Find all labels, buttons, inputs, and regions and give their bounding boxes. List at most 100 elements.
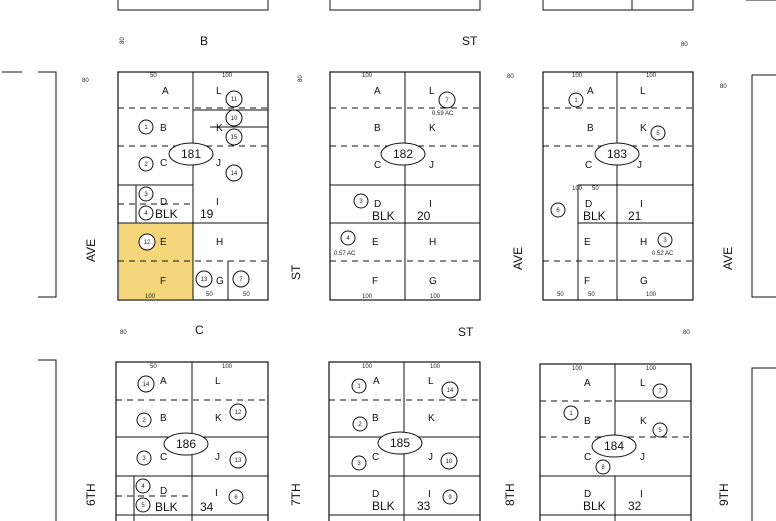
- block-number: 33: [417, 499, 431, 513]
- lot-l: L: [640, 86, 646, 97]
- parcel-label: 10: [231, 116, 238, 122]
- street-label-6th: 6TH: [84, 483, 98, 506]
- lot-e: E: [584, 237, 591, 248]
- parcel-14: [441, 381, 459, 399]
- dim-label: 80: [683, 330, 690, 336]
- lot-h: H: [216, 237, 223, 248]
- dim-label: 100: [145, 294, 156, 300]
- block-label: BLK: [155, 500, 178, 514]
- block-182: A L B K C J D I E H F G BLK 20 182 7 0.5…: [329, 71, 481, 301]
- parcel-13: [195, 270, 213, 288]
- map-number-label: 185: [390, 436, 410, 450]
- dim-label: 80: [720, 84, 727, 90]
- lot-i: I: [215, 488, 218, 499]
- parcel-2: [138, 156, 154, 172]
- dim-label: 100: [430, 364, 441, 370]
- parcel-label: 10: [446, 459, 453, 465]
- lot-c: C: [372, 452, 379, 463]
- parcel-label: 3: [357, 461, 361, 467]
- map-number-186[interactable]: [163, 432, 209, 456]
- parcel-2: [136, 412, 152, 428]
- lot-g: G: [216, 276, 224, 287]
- lot-b: B: [587, 123, 594, 134]
- map-number-label: 186: [176, 437, 196, 451]
- lot-b: B: [374, 123, 381, 134]
- dim-label: 80: [681, 42, 688, 48]
- parcel-label: 14: [143, 382, 150, 388]
- block-number: 34: [200, 500, 214, 514]
- lot-l: L: [429, 86, 435, 97]
- lot-i: I: [429, 199, 432, 210]
- block-number: 20: [417, 209, 431, 223]
- parcel-12: [229, 403, 247, 421]
- map-number-183[interactable]: [594, 142, 640, 166]
- parcel-label: 12: [144, 240, 151, 246]
- parcel-label: 3: [359, 199, 363, 205]
- map-number-184[interactable]: [591, 434, 637, 458]
- parcel-1: [351, 378, 367, 394]
- lot-d: D: [372, 489, 379, 500]
- lot-c: C: [160, 158, 167, 169]
- dim-label: 50: [150, 73, 157, 79]
- parcel-label: 2: [358, 422, 362, 428]
- parcel-label: 13: [201, 277, 208, 283]
- lot-j: J: [215, 452, 220, 463]
- parcel-5: [652, 422, 668, 438]
- parcel-14: [225, 164, 243, 182]
- lot-i: I: [216, 197, 219, 208]
- lot-j: J: [640, 452, 645, 463]
- map-number-182[interactable]: [380, 142, 426, 166]
- parcel-4: [138, 205, 154, 221]
- block-fragment-top-middle: [329, 0, 481, 11]
- block-fragment-top-left: [117, 0, 269, 11]
- dim-label: 100: [222, 73, 233, 79]
- dim-label: 100: [362, 294, 373, 300]
- dim-label: 100: [646, 292, 657, 298]
- lot-b: B: [160, 123, 167, 134]
- parcel-label: 4: [144, 211, 148, 217]
- street-label-c: C: [195, 323, 204, 337]
- street-edge-6th-ave-lower: [38, 359, 57, 521]
- parcel-label: 1: [569, 411, 573, 417]
- dim-label: 100: [222, 364, 233, 370]
- dim-label: 100: [572, 366, 583, 372]
- lot-l: L: [216, 86, 222, 97]
- street-label-7th: 7TH: [289, 483, 303, 506]
- parcel-label: 7: [658, 389, 662, 395]
- parcel-label: 1: [357, 384, 361, 390]
- block-185: A L B K C J D I BLK 33 185 1 14 2 3 10 9…: [328, 361, 481, 521]
- lot-f: F: [160, 276, 166, 287]
- lot-k: K: [216, 123, 223, 134]
- block-fragment-top-right: [542, 0, 694, 11]
- lot-b: B: [372, 413, 379, 424]
- parcel-label: 15: [231, 135, 238, 141]
- parcel-3: [657, 232, 673, 248]
- street-label-8th: 8TH: [503, 483, 517, 506]
- parcel-label: 13: [235, 458, 242, 464]
- map-number-185[interactable]: [377, 431, 423, 455]
- parcel-label: 5: [141, 503, 145, 509]
- block-186: A L B K C J D I BLK 34 186 14 2 3 4 5 12…: [115, 361, 269, 521]
- parcel-label: 9: [448, 495, 452, 501]
- parcel-1: [568, 92, 584, 108]
- block-label: BLK: [583, 209, 606, 223]
- dim-label: 80: [507, 74, 514, 80]
- parcel-label: 1: [144, 125, 148, 131]
- dim-label: 100: [646, 366, 657, 372]
- dim-label: 80: [82, 78, 89, 84]
- parcel-8: [595, 459, 611, 475]
- dim-label: 100: [362, 73, 373, 79]
- parcel-7: [438, 91, 456, 109]
- lot-h: H: [429, 237, 436, 248]
- map-number-label: 181: [181, 147, 201, 161]
- map-number-181[interactable]: [168, 142, 214, 166]
- dim-label: 50: [206, 292, 213, 298]
- parcel-3: [138, 186, 154, 202]
- lot-i: I: [428, 489, 431, 500]
- parcel-1: [138, 119, 154, 135]
- parcel-label: 7: [445, 98, 449, 104]
- lot-e: E: [372, 237, 379, 248]
- block-183: A L B K C J D I E H F G BLK 21 183 1 5 6…: [542, 71, 694, 301]
- street-edge-6th-ave: [38, 71, 57, 298]
- lot-d: D: [160, 486, 167, 497]
